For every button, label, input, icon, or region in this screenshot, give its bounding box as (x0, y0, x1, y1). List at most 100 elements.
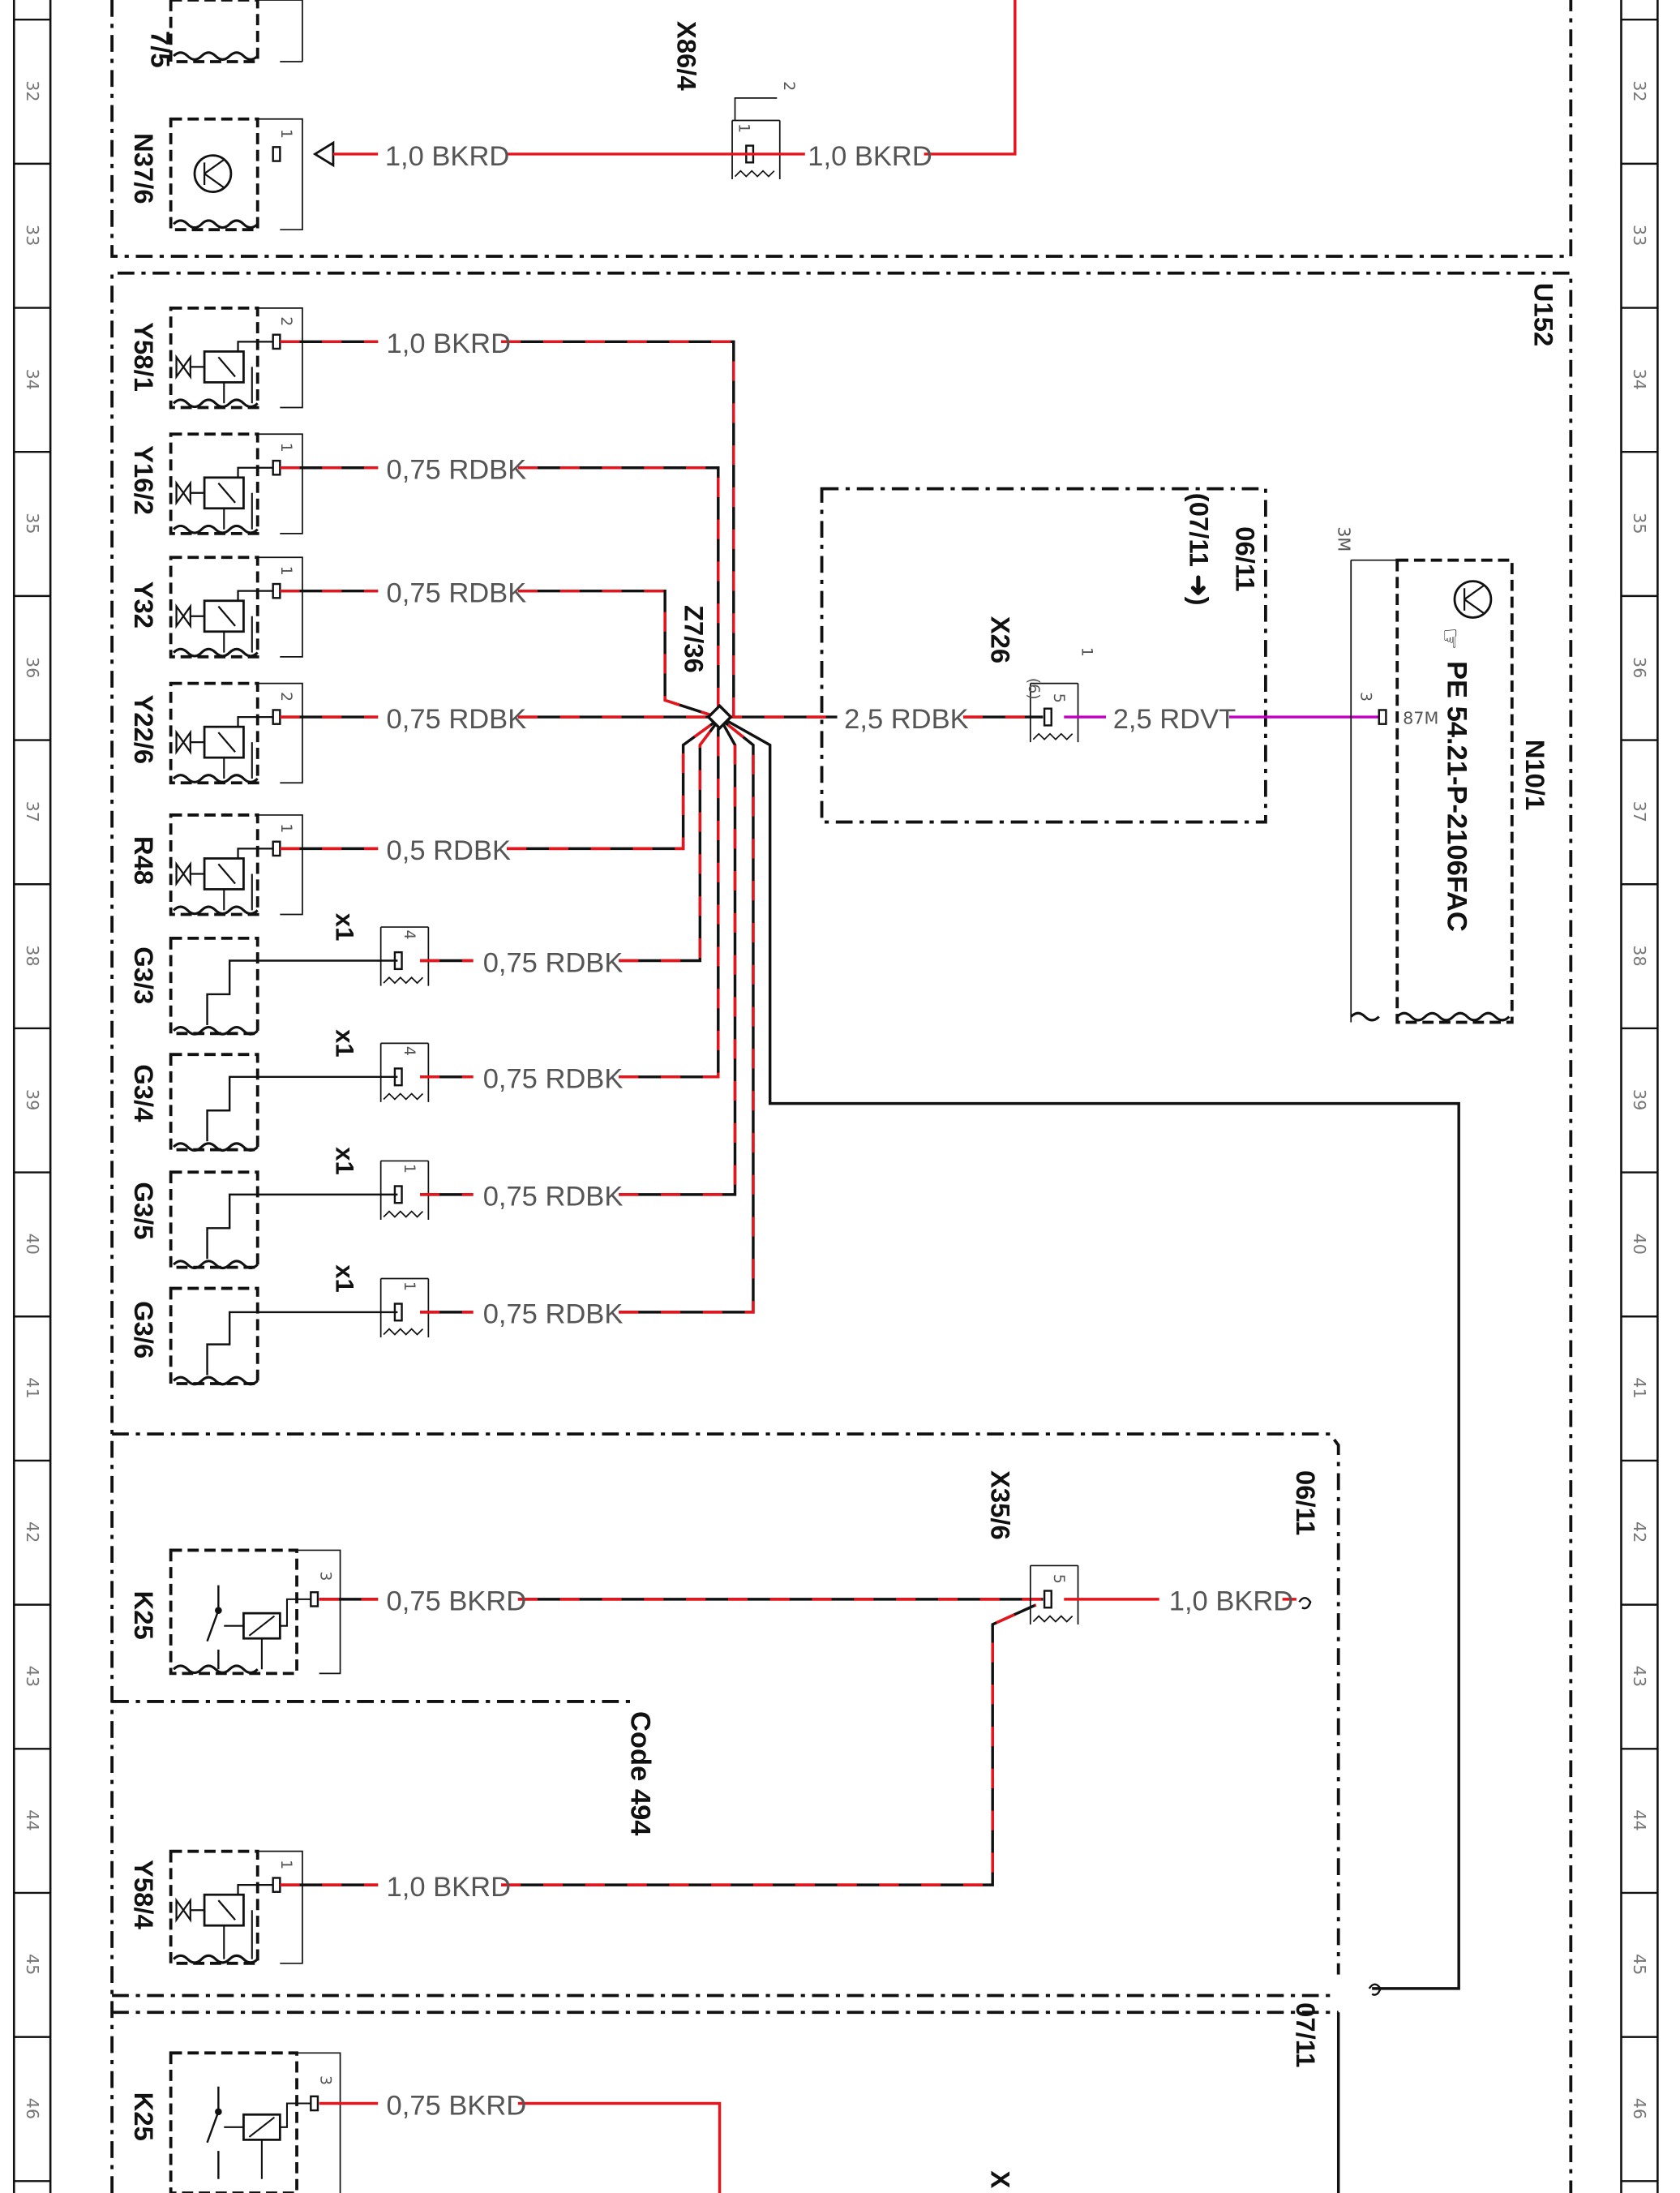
connector-x35-6[interactable]: X35/6 5 06/11 (985, 1470, 1321, 1626)
hand-pointer-icon: ☞ (1435, 628, 1464, 650)
row-number: 40 (1630, 1234, 1649, 1255)
connector-label: X35/6 (985, 1470, 1015, 1540)
row-number: 42 (23, 1521, 42, 1543)
pin-number: 1 (277, 823, 295, 833)
row-number: 32 (1630, 80, 1649, 101)
frame-upper-module (110, 0, 1573, 258)
row-number: 36 (23, 657, 42, 678)
component-y58-4[interactable]: Y58/4 1 (129, 1849, 303, 1965)
row-number: 39 (23, 1089, 42, 1110)
wire-label: 0,75 RDBK (483, 1064, 624, 1095)
component-label: K25 (129, 2092, 159, 2141)
component-n10-1[interactable]: 3 87M 3M N10/1 ☞ PE 54.21-P-2106FAC (1335, 526, 1550, 1024)
row-number: 43 (23, 1666, 42, 1687)
pin-number: 1 (277, 443, 295, 453)
module-label: 3M (1335, 526, 1354, 551)
wire-label: 0,75 BKRD (387, 2090, 527, 2121)
component-g3-5[interactable]: G3/5 x1 1 (129, 1147, 430, 1270)
row-number: 32 (23, 80, 42, 101)
reference-0711: (07/11 ➜) (1185, 493, 1215, 606)
connector-label: X26 (985, 616, 1015, 663)
component-y58-1[interactable]: Y58/1 2 (129, 306, 303, 410)
component-label: Y58/1 (129, 322, 159, 392)
connector-label: x1 (330, 913, 358, 942)
pin-number: 1 (277, 1860, 295, 1869)
row-number: 46 (23, 2098, 42, 2119)
component-y32[interactable]: Y32 1 (129, 556, 303, 659)
component-label: N10/1 (1520, 740, 1550, 811)
pin-number: 1 (401, 1164, 418, 1174)
wire-label: 0,75 RDBK (483, 1182, 624, 1212)
connector-x86-4[interactable]: X86/4 2 1 (672, 21, 798, 181)
pin-number: 1 (735, 123, 753, 133)
pin-number: 3 (1356, 692, 1374, 702)
pin-number-top: 2 (780, 81, 798, 91)
connector-label: x1 (330, 1264, 358, 1293)
wire-label: 0,5 RDBK (387, 835, 511, 866)
component-label: G3/6 (129, 1301, 159, 1358)
wire-label: 1,0 BKRD (1169, 1586, 1293, 1617)
row-number: 41 (1630, 1377, 1649, 1398)
row-number: 34 (1630, 369, 1649, 390)
component-label: Y22/6 (129, 694, 159, 764)
pin-number: 3 (316, 1571, 334, 1581)
component-g3-3[interactable]: G3/3 x1 4 (129, 913, 430, 1036)
component-7-5: 7/5 (145, 0, 303, 68)
pin-number: 3 (316, 2075, 334, 2085)
component-k25-lower[interactable]: K25 3 (129, 2051, 341, 2193)
connector-label-partial: X (985, 2170, 1015, 2188)
row-ruler-left (12, 0, 52, 2193)
row-number: 44 (23, 1809, 42, 1830)
wire-label: 0,75 RDBK (387, 455, 527, 486)
component-n37-6[interactable]: N37/6 1 (129, 117, 335, 232)
wire-label: 0,75 RDBK (483, 1299, 624, 1330)
component-y22-6[interactable]: Y22/6 2 (129, 681, 303, 785)
component-r48[interactable]: R48 1 (129, 813, 303, 916)
row-number: 37 (23, 801, 42, 822)
row-number: 45 (1630, 1954, 1649, 1975)
component-label: G3/5 (129, 1182, 159, 1239)
component-label: N37/6 (129, 133, 159, 204)
component-label: Y32 (129, 582, 159, 629)
document-reference: PE 54.21-P-2106FAC (1441, 661, 1472, 932)
pin-number: 4 (401, 930, 418, 940)
reference-0611: 06/11 (1231, 526, 1261, 591)
row-number: 36 (1630, 657, 1649, 678)
code-494-label: Code 494 (625, 1711, 656, 1836)
component-g3-6[interactable]: G3/6 x1 1 (129, 1264, 430, 1386)
connector-x26[interactable]: X26 1 5 (6) 06/11 (07/11 ➜) (985, 493, 1261, 744)
wire-label: 2,5 RDBK (844, 704, 968, 735)
splice-label: Z7/36 (679, 605, 709, 673)
row-number: 38 (1630, 945, 1649, 966)
reference-0611: 06/11 (1291, 1470, 1321, 1535)
component-label: G3/4 (129, 1064, 159, 1122)
reference-0711: 07/11 (1291, 2002, 1321, 2067)
row-number: 42 (1630, 1521, 1649, 1543)
row-number: 38 (23, 945, 42, 966)
component-y16-2[interactable]: Y16/2 1 (129, 432, 303, 535)
frame-x26 (820, 487, 1267, 824)
wire-label: 1,0 BKRD (387, 328, 511, 359)
row-ruler-right (1620, 0, 1659, 2193)
row-number: 44 (1630, 1809, 1649, 1830)
pin-number: 1 (277, 566, 295, 576)
pin-number: 2 (277, 692, 295, 702)
component-label: 7/5 (145, 31, 175, 68)
row-number: 34 (23, 369, 42, 390)
row-number: 40 (23, 1234, 42, 1255)
row-number: 46 (1630, 2098, 1649, 2119)
component-g3-4[interactable]: G3/4 x1 4 (129, 1029, 430, 1152)
wire-label: 0,75 RDBK (387, 704, 527, 735)
wire-label: 0,75 RDBK (483, 947, 624, 978)
pin-number-alt: (6) (1025, 678, 1043, 700)
component-k25[interactable]: K25 3 (129, 1548, 341, 1676)
pin-number: 5 (1050, 1574, 1068, 1584)
connector-label: X86/4 (672, 21, 702, 91)
component-label: R48 (129, 836, 159, 885)
wire-label: 1,0 BKRD (385, 141, 509, 172)
wire-label: 1,0 BKRD (387, 1872, 511, 1903)
u152-label: U152 (1528, 283, 1558, 346)
pin-number: 2 (277, 316, 295, 326)
splice-z7-36[interactable]: Z7/36 (679, 605, 733, 731)
